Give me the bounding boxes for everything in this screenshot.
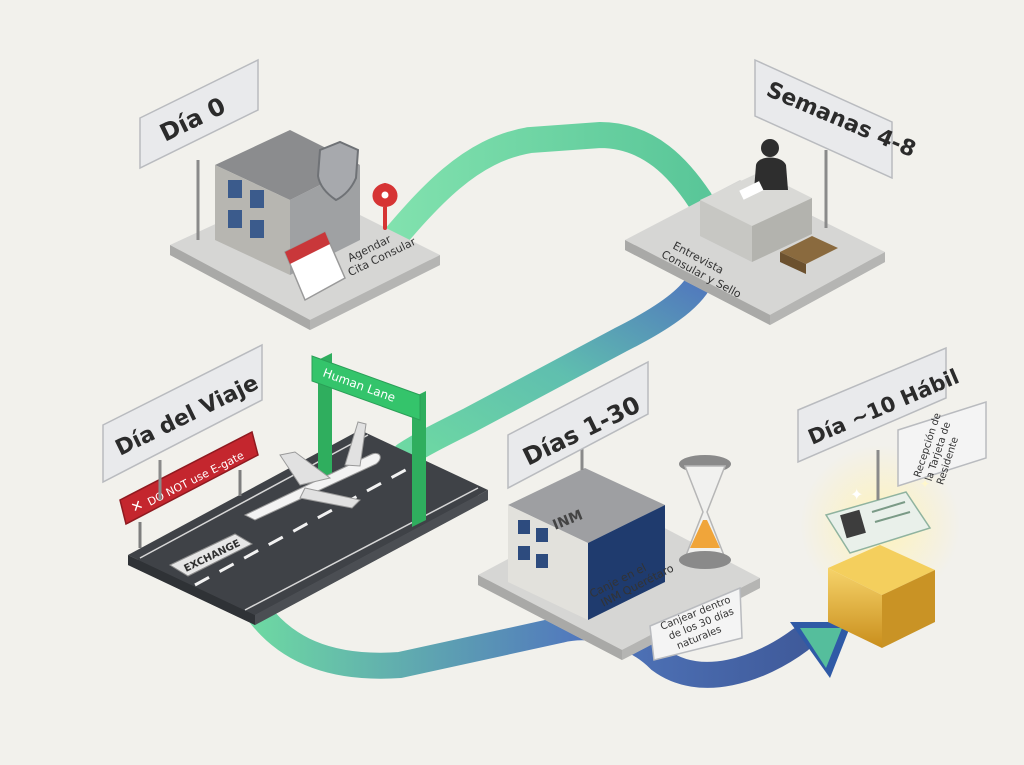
- human-lane-gate: Human Lane: [311, 353, 426, 527]
- gold-box: [828, 545, 935, 648]
- interview-desk: [700, 139, 812, 262]
- shield-icon: [316, 140, 360, 202]
- milestone-dia-10-habil: ✦ ✦ Recepción de la Tarjeta de Residente…: [797, 346, 987, 648]
- calendar-icon: [284, 230, 346, 302]
- milestone-dia-0: Agendar Cita Consular Día 0: [139, 58, 440, 330]
- sparkle-icon: ✦: [850, 485, 863, 504]
- milestone-sign: [139, 58, 259, 170]
- milestone-sign: [754, 58, 893, 180]
- inm-building: INM: [508, 468, 665, 620]
- card-caption-sign: [897, 400, 987, 488]
- passport-icon: [780, 236, 838, 274]
- airplane-icon: [243, 421, 381, 521]
- milestone-dia-del-viaje: EXCHANGE Human Lane ✕ DO NOT use E-gate …: [102, 343, 488, 625]
- milestone-semanas-4-8: Entrevista Consular y Sello Semanas 4-8: [625, 58, 919, 325]
- deadline-note: [649, 586, 743, 661]
- milestone-dias-1-30: INM Canje en el INM Querétaro Canjear de…: [478, 360, 760, 661]
- sparkle-icon: ✦: [920, 477, 930, 491]
- resident-card-icon: [824, 491, 932, 554]
- milestone-sign: [797, 346, 947, 464]
- location-pin-icon: [372, 182, 398, 230]
- milestone-sign: [507, 360, 649, 490]
- hourglass-icon: [679, 455, 731, 569]
- milestone-sign: [102, 343, 263, 484]
